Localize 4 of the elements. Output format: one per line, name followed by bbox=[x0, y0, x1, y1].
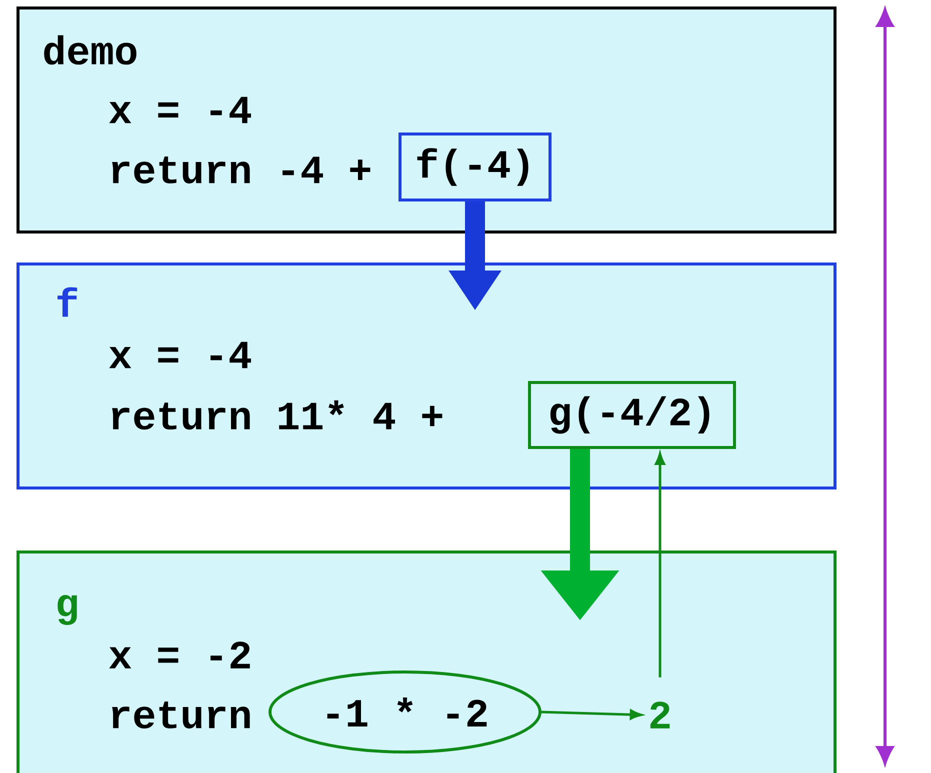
ellipse-outline: -1 * -2 bbox=[268, 670, 542, 754]
call-box: f(-4) bbox=[398, 132, 552, 202]
result-value: 2 bbox=[650, 702, 670, 728]
call-box: g(-4/2) bbox=[528, 381, 736, 449]
